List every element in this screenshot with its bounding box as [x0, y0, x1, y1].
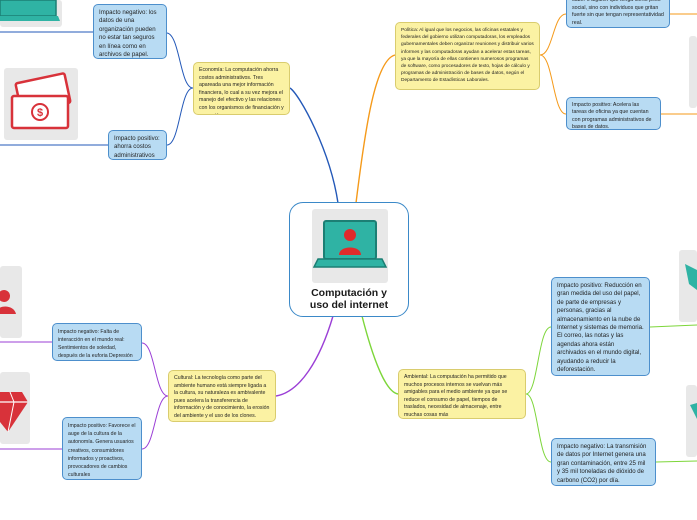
- link-ambiental-positivo: [525, 326, 552, 395]
- economia-impacto-negativo-text: Impacto negativo: los datos de una organ…: [99, 9, 157, 59]
- cultural-impacto-negativo-text: Impacto negativo: Falta de interacción e…: [58, 329, 133, 359]
- economia-impacto-positivo-text: Impacto positivo: ahorra costos administ…: [114, 135, 160, 159]
- laptop-icon: [0, 0, 62, 27]
- cultural-impacto-positivo-text: Impacto positivo: Favorece el auge de la…: [68, 423, 136, 479]
- computer-user-icon: [312, 209, 388, 283]
- topic-ambiental-text: Ambiental: La computación ha permitido q…: [404, 374, 508, 418]
- central-topic[interactable]: Computación y uso del internet: [289, 202, 409, 317]
- economia-impacto-positivo[interactable]: Impacto positivo: ahorra costos administ…: [108, 130, 167, 160]
- link-ambiental-negativo: [525, 393, 552, 463]
- ambiental-impacto-negativo-text: Impacto negativo: La transmisión de dato…: [557, 443, 647, 484]
- link-cultural-negativo: [141, 342, 169, 397]
- link-cultural: [275, 315, 334, 397]
- ambiental-impacto-negativo[interactable]: Impacto negativo: La transmisión de dato…: [551, 438, 656, 486]
- ambiental-impacto-positivo[interactable]: Impacto positivo: Reducción en gran medi…: [551, 277, 650, 376]
- politica-impacto-negativo-text: saber o alguien que tenga cierto peso so…: [572, 0, 664, 26]
- nature-icon: [686, 385, 697, 457]
- topic-ambiental[interactable]: Ambiental: La computación ha permitido q…: [398, 369, 526, 419]
- link-economia-negativo: [166, 32, 194, 89]
- topic-economia[interactable]: Economía: La computación ahorra costos a…: [193, 62, 290, 115]
- gem-icon: [0, 372, 30, 444]
- central-title: Computación y uso del internet: [309, 287, 389, 311]
- topic-cultural-text: Cultural: La tecnología como parte del a…: [174, 375, 270, 419]
- link-politica-negativo: [539, 13, 567, 56]
- recycle-icon: [679, 250, 697, 322]
- link-politica: [355, 54, 396, 204]
- topic-economia-text: Economía: La computación ahorra costos a…: [199, 67, 284, 114]
- economia-impacto-negativo[interactable]: Impacto negativo: los datos de una organ…: [93, 4, 167, 59]
- topic-politica-text: Política: Al igual que los negocios, las…: [401, 28, 534, 84]
- topic-politica[interactable]: Política: Al igual que los negocios, las…: [395, 22, 540, 90]
- politica-impacto-positivo[interactable]: Impacto positivo: Acelera las tareas de …: [566, 97, 661, 130]
- link-ambiental: [361, 315, 399, 395]
- topic-cultural[interactable]: Cultural: La tecnología como parte del a…: [168, 370, 276, 422]
- money-icon: $: [4, 68, 78, 140]
- politica-impacto-positivo-text: Impacto positivo: Acelera las tareas de …: [572, 102, 652, 130]
- link-economia-positivo: [166, 87, 194, 146]
- svg-text:$: $: [37, 107, 43, 119]
- ambiental-impacto-positivo-text: Impacto positivo: Reducción en gran medi…: [557, 282, 644, 374]
- people-icon: [0, 266, 22, 338]
- cultural-impacto-positivo[interactable]: Impacto positivo: Favorece el auge de la…: [62, 417, 142, 480]
- link-politica-positivo: [539, 54, 567, 115]
- link-cultural-positivo: [141, 395, 169, 450]
- edge-image-icon: [689, 36, 697, 108]
- cultural-impacto-negativo[interactable]: Impacto negativo: Falta de interacción e…: [52, 323, 142, 361]
- link-right-edge-3: [649, 324, 697, 328]
- link-economia: [289, 87, 339, 204]
- link-right-edge-4: [655, 460, 697, 463]
- politica-impacto-negativo[interactable]: saber o alguien que tenga cierto peso so…: [566, 0, 670, 28]
